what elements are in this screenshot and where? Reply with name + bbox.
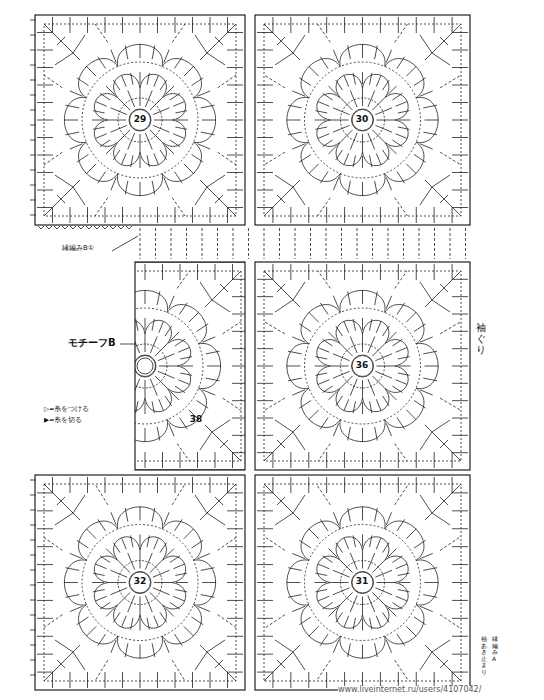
join-stitch — [217, 228, 218, 259]
motif-number: 32 — [134, 577, 147, 587]
edging-label: 縁編みB① — [62, 245, 94, 253]
join-stitch — [341, 228, 342, 259]
join-stitch — [310, 228, 311, 259]
edge-tick — [30, 615, 36, 616]
join-stitch — [388, 228, 389, 259]
join-stitch — [403, 228, 404, 259]
motif-drawing — [255, 475, 470, 690]
centre-ring — [130, 110, 151, 131]
join-stitch — [155, 228, 156, 259]
motif-number: 29 — [134, 115, 147, 125]
edge-tick — [30, 600, 36, 601]
join-stitch — [248, 228, 249, 259]
motif-drawing — [35, 15, 245, 225]
half-motif-border — [135, 262, 245, 470]
join-stitch — [279, 228, 280, 259]
edge-tick — [30, 215, 36, 216]
edge-tick — [30, 510, 36, 511]
edge-picot — [126, 226, 132, 229]
edge-tick — [30, 675, 36, 676]
edge-tick — [30, 95, 36, 96]
join-stitch — [264, 228, 265, 259]
join-stitch — [372, 228, 373, 259]
edge-tick — [30, 200, 36, 201]
motif-drawing — [255, 15, 470, 225]
join-stitch — [357, 228, 358, 259]
edge-tick — [30, 540, 36, 541]
edging-label: 縁編みA — [492, 636, 498, 662]
edge-picot — [70, 226, 76, 229]
join-stitch — [202, 228, 203, 259]
join-stitch — [450, 228, 451, 259]
edge-tick — [30, 555, 36, 556]
centre-ring — [352, 110, 373, 131]
edge-tick — [30, 660, 36, 661]
edge-tick — [30, 110, 36, 111]
armhole-label: 袖ぐり — [476, 322, 486, 355]
join-stitch — [233, 228, 234, 259]
join-stitch — [295, 228, 296, 259]
centre-ring — [137, 358, 153, 374]
legend-note: ▷=糸をつける — [44, 406, 89, 413]
motif-number: 31 — [356, 577, 369, 587]
motif-drawing — [35, 475, 245, 690]
join-stitch — [140, 228, 141, 259]
edge-tick — [30, 35, 36, 36]
motif-label: モチーフB — [68, 337, 116, 348]
edge-picot — [110, 226, 116, 229]
motif-number: 36 — [356, 361, 369, 371]
edge-picot — [46, 226, 52, 229]
edge-picot — [38, 226, 44, 229]
join-stitch — [434, 228, 435, 259]
edge-tick — [30, 80, 36, 81]
edge-tick — [30, 585, 36, 586]
edge-tick — [30, 125, 36, 126]
edge-picot — [54, 226, 60, 229]
join-stitch — [171, 228, 172, 259]
edge-tick — [30, 630, 36, 631]
edge-tick — [30, 480, 36, 481]
watermark: www.liveinternet.ru/users/4107042/ — [338, 686, 481, 695]
legend-note: ▶=糸を切る — [44, 417, 82, 424]
centre-ring — [352, 572, 373, 593]
motif-drawing — [135, 262, 245, 470]
centre-ring — [352, 356, 373, 377]
edge-tick — [30, 140, 36, 141]
leader-line — [120, 344, 136, 345]
side-note: 袖あき止まり — [481, 636, 487, 676]
edge-picot — [94, 226, 100, 229]
edge-picot — [62, 226, 68, 229]
edge-picot — [102, 226, 108, 229]
join-stitch — [465, 228, 466, 259]
join-stitch — [419, 228, 420, 259]
join-stitch — [186, 228, 187, 259]
edge-tick — [30, 50, 36, 51]
edge-tick — [30, 525, 36, 526]
edge-tick — [30, 185, 36, 186]
edge-picot — [78, 226, 84, 229]
edge-tick — [30, 570, 36, 571]
edge-tick — [30, 495, 36, 496]
edge-tick — [30, 645, 36, 646]
edge-tick — [30, 155, 36, 156]
edge-tick — [30, 20, 36, 21]
motif-number: 38 — [190, 415, 203, 425]
edge-tick — [30, 170, 36, 171]
leader-line — [112, 236, 138, 251]
centre-ring — [130, 572, 151, 593]
centre-ring — [135, 356, 156, 377]
motif-number: 30 — [356, 115, 369, 125]
motif-drawing — [255, 262, 470, 470]
edge-tick — [30, 65, 36, 66]
edge-picot — [118, 226, 124, 229]
edge-picot — [86, 226, 92, 229]
join-stitch — [326, 228, 327, 259]
